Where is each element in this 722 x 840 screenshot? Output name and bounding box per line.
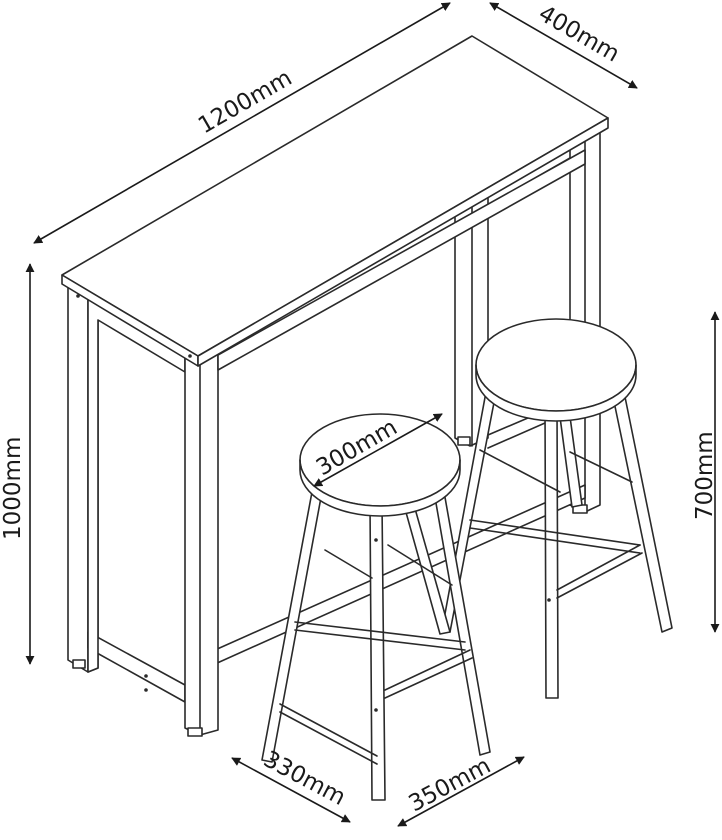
dim-line-stool-width bbox=[231, 757, 351, 823]
dim-line-table-length bbox=[33, 2, 451, 244]
dim-label-table-depth: 400mm bbox=[534, 1, 624, 68]
dim-label-table-length: 1200mm bbox=[194, 65, 296, 139]
stool-back-leg-front bbox=[544, 404, 559, 699]
dim-label-stool-depth: 350mm bbox=[405, 753, 496, 818]
bar-stool-front bbox=[261, 413, 491, 801]
dim-label-table-height: 1000mm bbox=[0, 437, 26, 540]
dim-label-stool-height: 700mm bbox=[692, 431, 718, 520]
bar-stool-back bbox=[441, 318, 673, 699]
table-side-stretcher-left bbox=[87, 631, 186, 703]
table-side-apron-left bbox=[87, 295, 186, 673]
dim-line-stool-depth bbox=[397, 756, 525, 827]
dim-line-table-depth bbox=[489, 2, 638, 89]
dim-label-stool-width: 330mm bbox=[259, 746, 350, 811]
dim-line-seat-diameter bbox=[313, 413, 443, 487]
table-front-apron bbox=[217, 149, 586, 371]
stool-back-leg-right bbox=[611, 391, 673, 633]
table-leg-front-right bbox=[184, 354, 219, 736]
